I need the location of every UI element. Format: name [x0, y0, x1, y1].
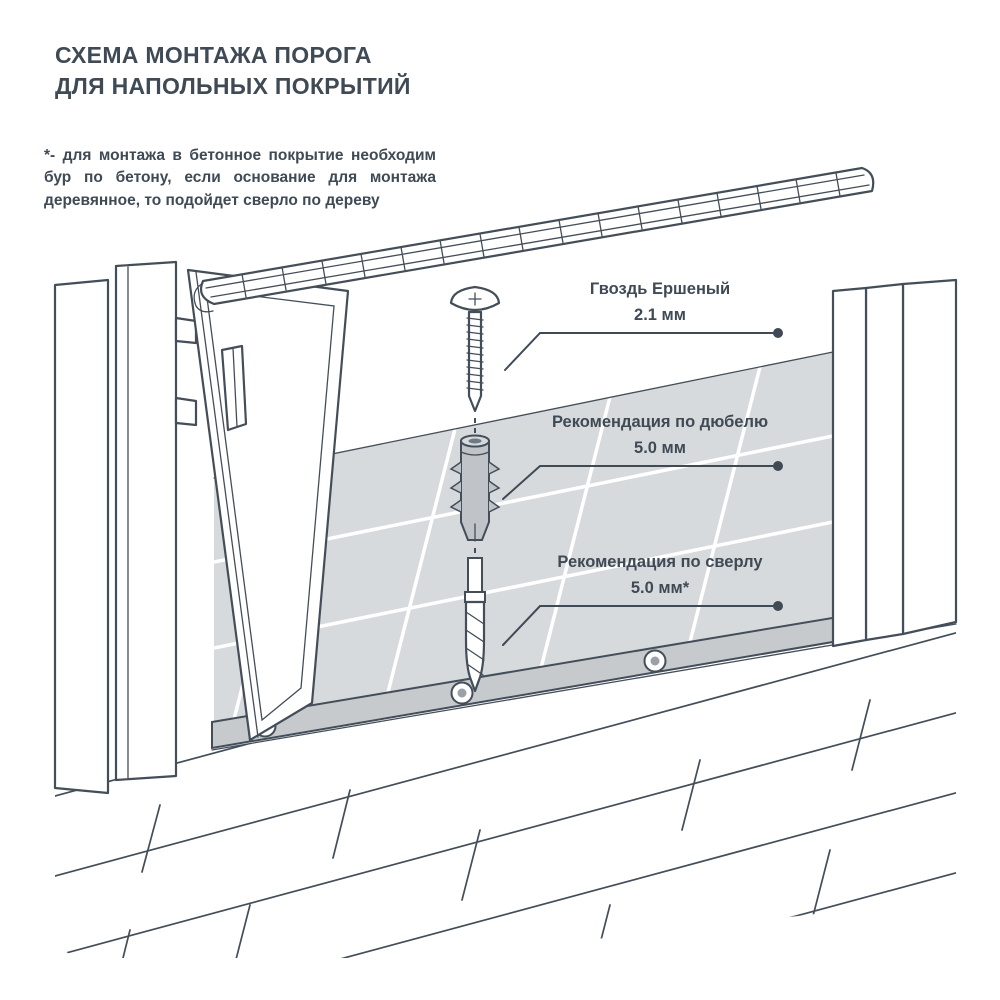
callout-drill: Рекомендация по сверлу 5.0 мм* — [530, 553, 790, 598]
callout-nail-label: Гвоздь Ершеный — [589, 280, 731, 298]
leader-line-nail — [504, 328, 783, 371]
right-door-jamb — [831, 278, 958, 648]
drill-bit-illustration — [464, 557, 486, 693]
page-title-line2: ДЛЯ НАПОЛЬНЫХ ПОКРЫТИЙ — [55, 73, 411, 100]
callout-plug-value: 5.0 мм — [634, 439, 686, 457]
page-title-line1: СХЕМА МОНТАЖА ПОРОГА — [55, 42, 372, 68]
callout-plug-label: Рекомендация по дюбелю — [551, 413, 769, 431]
ringed-nail-illustration — [449, 285, 501, 413]
footnote: *- для монтажа в бетонное покрытие необх… — [44, 147, 436, 209]
callout-nail: Гвоздь Ершеный 2.1 мм — [530, 280, 790, 325]
door-hinge-plate-icon — [220, 344, 248, 432]
callout-drill-label: Рекомендация по сверлу — [557, 553, 763, 571]
page-title: СХЕМА МОНТАЖА ПОРОГА ДЛЯ НАПОЛЬНЫХ ПОКРЫ… — [55, 40, 411, 102]
callout-drill-value: 5.0 мм* — [630, 579, 690, 597]
leader-line-drill — [502, 601, 783, 646]
wall-plug-illustration — [449, 434, 501, 542]
callout-nail-value: 2.1 мм — [634, 306, 686, 324]
leader-lines — [502, 328, 783, 646]
callout-plug: Рекомендация по дюбелю 5.0 мм — [530, 413, 790, 458]
door-hinge-icon — [174, 316, 198, 427]
threshold-profile-illustration — [193, 166, 875, 313]
left-door-jamb — [53, 260, 198, 795]
leader-line-plug — [502, 461, 783, 500]
